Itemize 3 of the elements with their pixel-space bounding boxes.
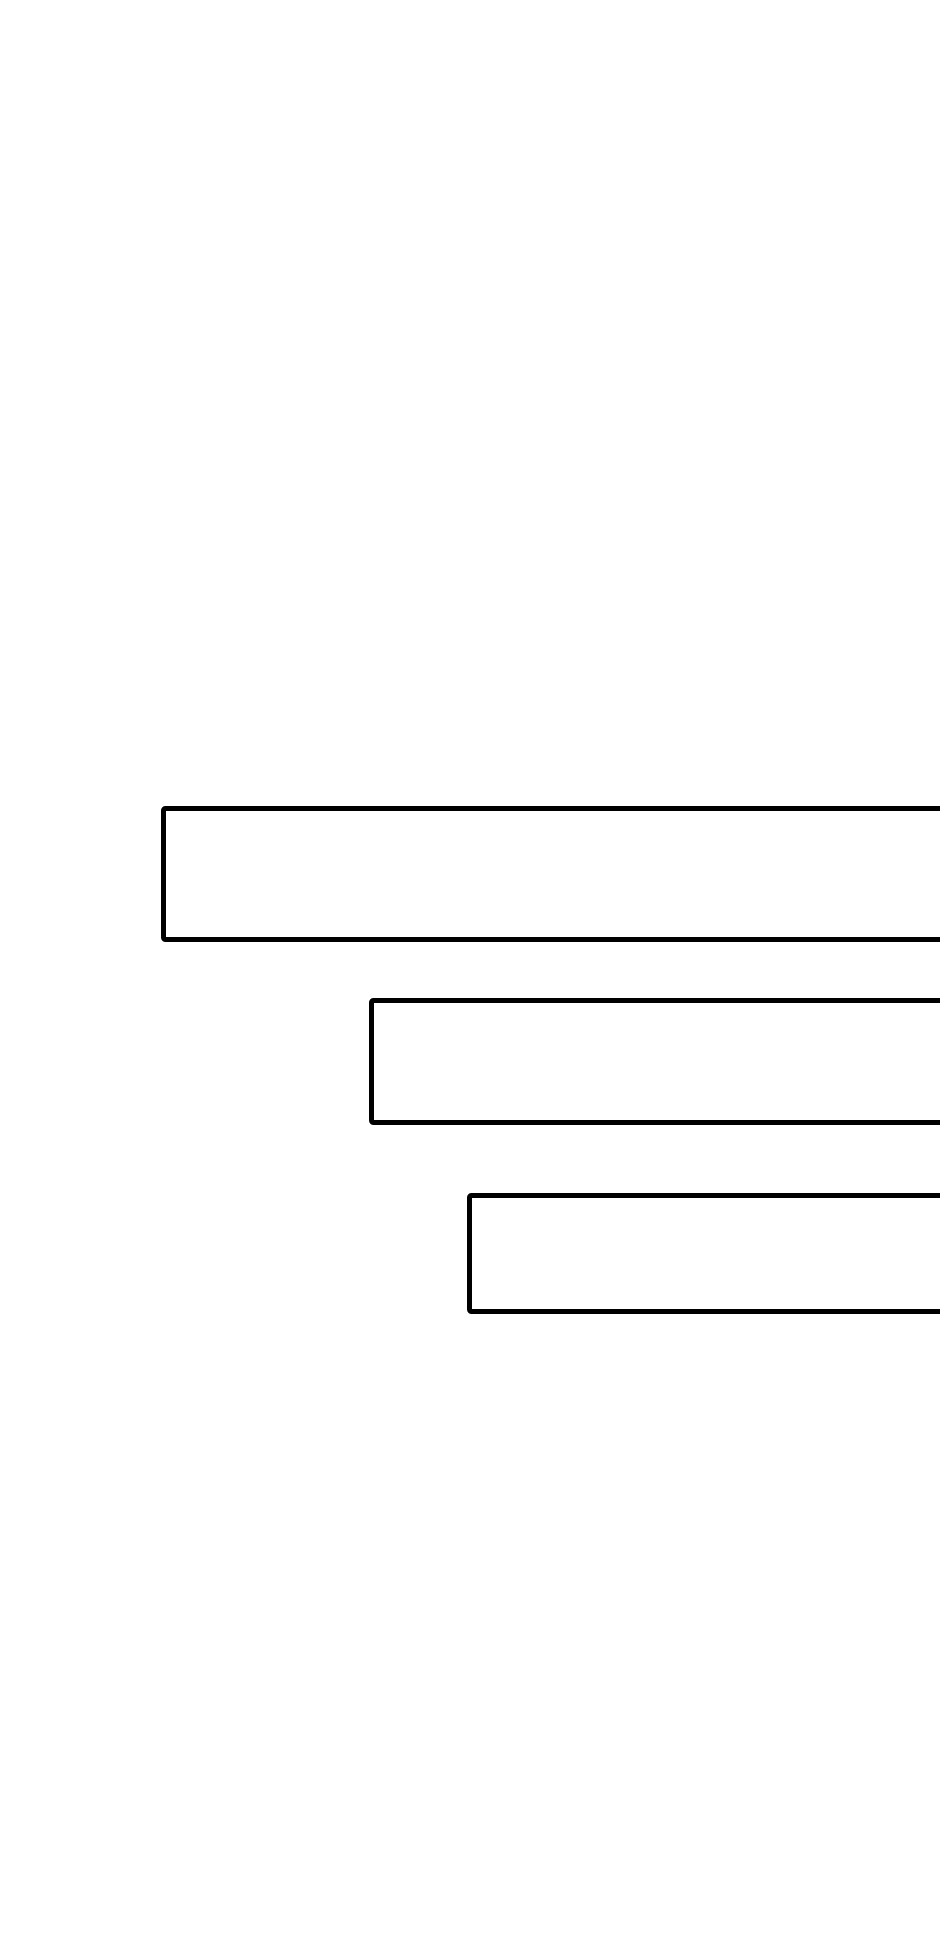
empty-box — [369, 998, 940, 1125]
empty-box — [467, 1193, 940, 1314]
empty-box — [161, 806, 940, 942]
